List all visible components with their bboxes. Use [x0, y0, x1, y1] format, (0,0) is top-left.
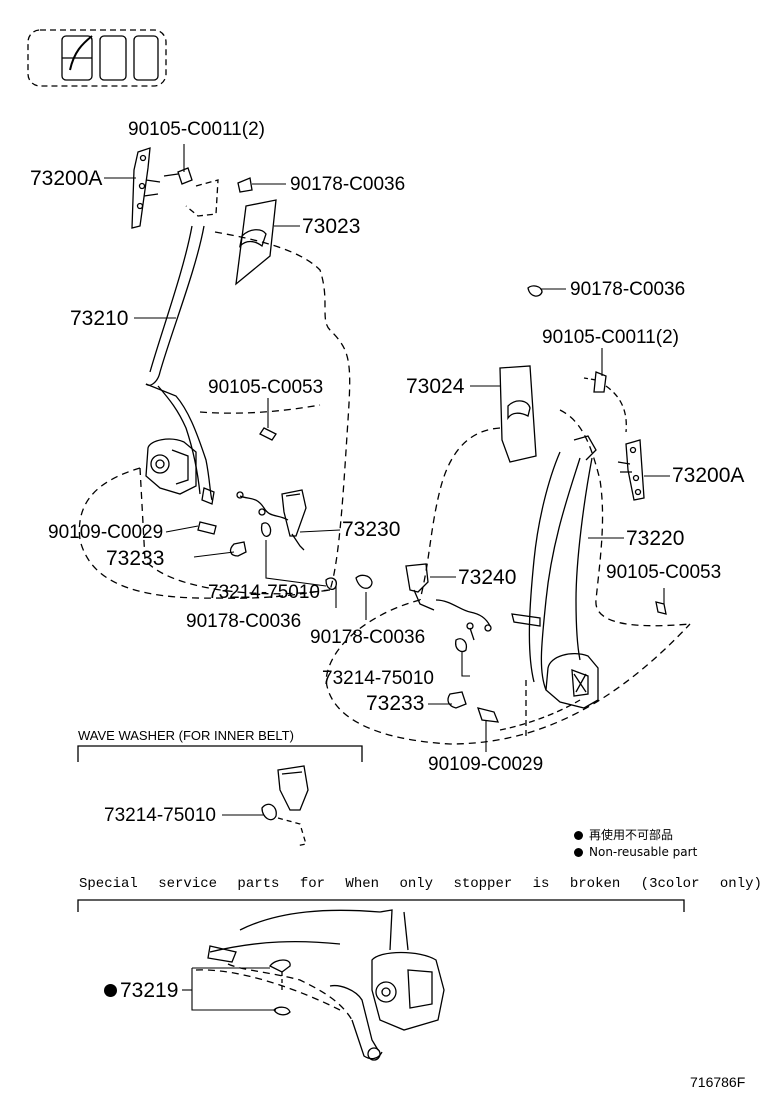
left-retractor [145, 438, 197, 495]
legend-text-japanese: 再使用不可部品 [589, 828, 674, 842]
leader-lines [104, 144, 670, 1011]
special-service-note: Special service parts for When only stop… [79, 876, 760, 892]
legend-item-english: Non-reusable part [574, 846, 697, 858]
bullet-icon [574, 831, 583, 840]
part-label-73024: 73024 [406, 375, 465, 398]
part-label-73233-right: 73233 [366, 692, 425, 715]
right-retractor [545, 653, 599, 709]
stopper-detail [195, 909, 445, 1061]
special-service-bracket [77, 899, 685, 912]
part-label-73200A-left: 73200A [30, 167, 103, 190]
part-label-73240: 73240 [458, 566, 517, 589]
part-label-90105-C0011-right: 90105-C0011(2) [542, 327, 679, 348]
part-label-73200A-right: 73200A [672, 464, 745, 487]
part-label-73214-75010-right: 73214-75010 [322, 668, 434, 689]
right-belt [511, 435, 597, 691]
wave-washer-note: WAVE WASHER (FOR INNER BELT) [78, 728, 294, 743]
left-upper-anchor [131, 147, 193, 229]
part-label-90178-C0036-center: 90178-C0036 [310, 627, 426, 648]
non-reusable-marker-icon [104, 984, 117, 997]
vehicle-icon [27, 29, 167, 87]
part-label-90105-C0053-right: 90105-C0053 [606, 562, 722, 583]
part-label-90105-C0053-left: 90105-C0053 [208, 377, 324, 398]
part-label-73214-75010-left: 73214-75010 [208, 582, 320, 603]
wave-washer-detail [261, 765, 309, 847]
part-label-90178-C0036-right-top: 90178-C0036 [570, 279, 686, 300]
left-belt [145, 225, 215, 505]
part-label-73219: 73219 [120, 979, 179, 1002]
part-label-73210: 73210 [70, 307, 129, 330]
part-label-90109-C0029-left: 90109-C0029 [48, 522, 164, 543]
bullet-icon [574, 848, 583, 857]
part-label-90178-C0036-left-bottom: 90178-C0036 [186, 611, 302, 632]
part-label-90178-C0036-top: 90178-C0036 [290, 174, 406, 195]
part-label-73214-75010-washer: 73214-75010 [104, 805, 216, 826]
part-label-73220: 73220 [626, 527, 685, 550]
legend-text-english: Non-reusable part [589, 845, 698, 859]
part-label-73023: 73023 [302, 215, 361, 238]
left-headrest-panel [235, 199, 277, 286]
part-label-90105-C0011-left: 90105-C0011(2) [128, 119, 265, 140]
left-buckle [236, 489, 307, 551]
right-headrest-panel [499, 365, 537, 463]
legend-item-japanese: 再使用不可部品 [574, 829, 673, 841]
part-label-90109-C0029-right: 90109-C0029 [428, 754, 544, 775]
right-buckle [405, 563, 492, 641]
part-label-73233-left: 73233 [106, 547, 165, 570]
part-label-73230: 73230 [342, 518, 401, 541]
right-upper-anchor [617, 439, 645, 501]
left-seat-outline [78, 231, 351, 599]
wave-washer-bracket [77, 745, 363, 762]
drawing-number: 716786F [690, 1074, 746, 1090]
